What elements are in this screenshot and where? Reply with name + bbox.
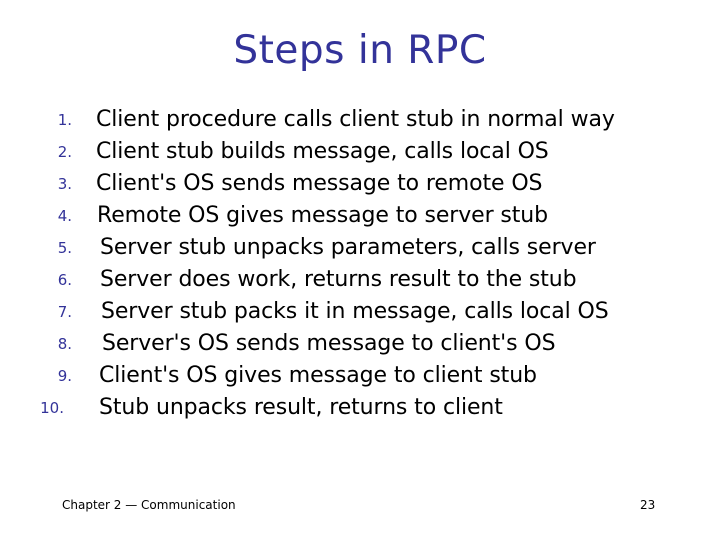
list-item: 4. Remote OS gives message to server stu… [0, 200, 720, 232]
list-item: 7. Server stub packs it in message, call… [0, 296, 720, 328]
list-item: 2. Client stub builds message, calls loc… [0, 136, 720, 168]
slide-footer: Chapter 2 — Communication 23 [0, 494, 720, 516]
list-item: 8. Server's OS sends message to client's… [0, 328, 720, 360]
footer-page-number: 23 [640, 498, 656, 512]
list-item-number: 8. [57, 335, 72, 353]
list-item-label: Client stub builds message, calls local … [96, 139, 549, 164]
list-item-number: 10. [40, 399, 64, 417]
footer-chapter-label: Chapter 2 — Communication [62, 498, 236, 512]
list-item-number: 2. [57, 143, 72, 161]
steps-list: 1. Client procedure calls client stub in… [0, 104, 720, 424]
list-item-label: Server stub packs it in message, calls l… [101, 299, 609, 324]
list-item-number: 1. [57, 111, 72, 129]
list-item-number: 5. [57, 239, 72, 257]
list-item-number: 3. [57, 175, 72, 193]
list-item: 9. Client's OS gives message to client s… [0, 360, 720, 392]
list-item: 6. Server does work, returns result to t… [0, 264, 720, 296]
list-item: 10. Stub unpacks result, returns to clie… [0, 392, 720, 424]
list-item-number: 4. [57, 207, 72, 225]
list-item-number: 6. [57, 271, 72, 289]
list-item-label: Client procedure calls client stub in no… [96, 107, 615, 132]
list-item-label: Server does work, returns result to the … [100, 267, 577, 292]
list-item-label: Stub unpacks result, returns to client [99, 395, 503, 420]
list-item-label: Remote OS gives message to server stub [97, 203, 549, 228]
list-item: 3. Client's OS sends message to remote O… [0, 168, 720, 200]
list-item-number: 7. [57, 303, 72, 321]
list-item: 1. Client procedure calls client stub in… [0, 104, 720, 136]
list-item: 5. Server stub unpacks parameters, calls… [0, 232, 720, 264]
list-item-label: Client's OS sends message to remote OS [96, 171, 543, 196]
list-item-label: Server's OS sends message to client's OS [102, 331, 556, 356]
list-item-number: 9. [57, 367, 72, 385]
page-title: Steps in RPC [233, 28, 487, 73]
list-item-label: Client's OS gives message to client stub [99, 363, 537, 388]
list-item-label: Server stub unpacks parameters, calls se… [100, 235, 596, 260]
